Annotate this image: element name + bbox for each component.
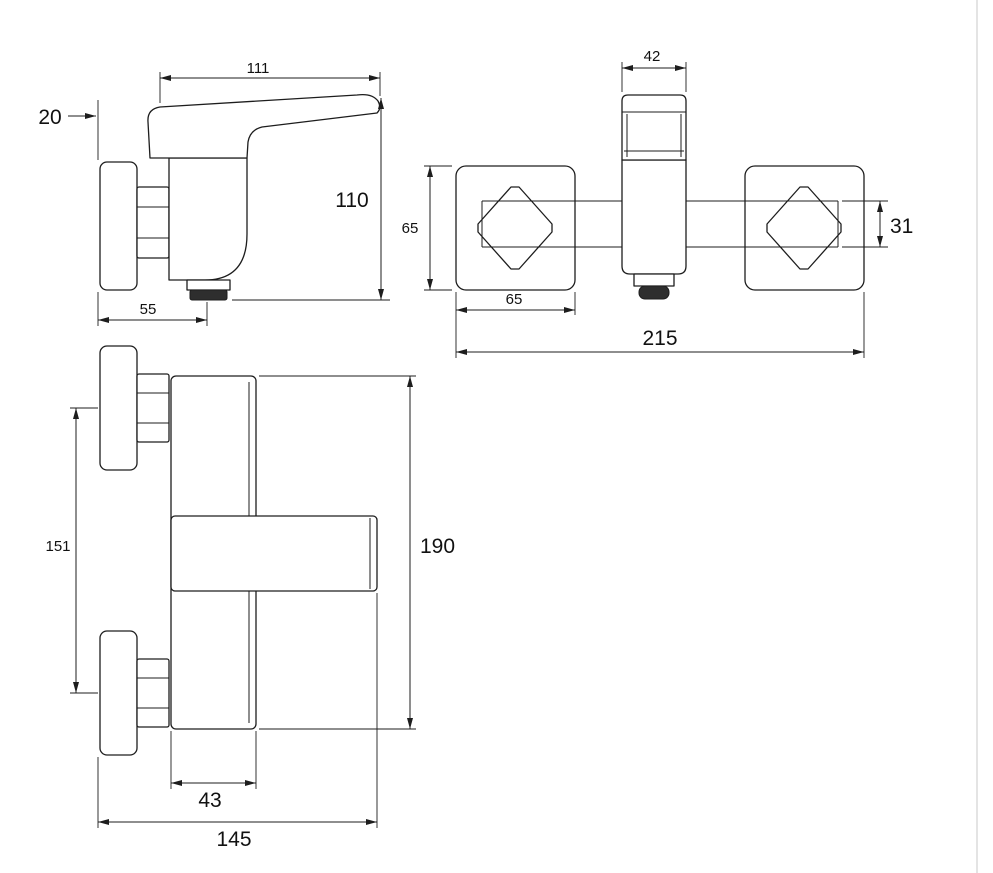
dim-overall-height-full: 190 <box>259 375 455 730</box>
front-view: 42 65 31 65 215 <box>402 48 913 358</box>
dim-label-43: 43 <box>198 789 221 812</box>
side-view-full: 151 190 43 145 <box>45 345 455 851</box>
lower-wall-plate <box>99 630 138 756</box>
lever-handle-side <box>170 515 378 592</box>
dim-label-111: 111 <box>247 60 270 77</box>
mixer-body <box>168 157 248 281</box>
handle-front <box>621 94 687 161</box>
spout <box>186 279 231 291</box>
upper-mounting-nut <box>136 373 170 443</box>
dim-overall-width: 215 <box>456 292 865 358</box>
right-hex-nut-front <box>766 186 842 270</box>
lower-mounting-nut <box>136 658 170 728</box>
aerator <box>189 289 228 301</box>
dim-label-65-bottom: 65 <box>506 291 523 308</box>
aerator-front <box>638 285 670 300</box>
dim-handle-reach: 111 <box>159 60 381 103</box>
dim-label-42: 42 <box>644 48 661 65</box>
dim-label-110: 110 <box>335 189 368 212</box>
dim-label-31: 31 <box>890 215 913 238</box>
spout-front <box>633 273 675 287</box>
valve-body-front <box>621 159 687 275</box>
dim-body-diameter: 31 <box>842 200 913 248</box>
dim-label-55: 55 <box>140 301 157 318</box>
dim-label-190: 190 <box>420 535 455 558</box>
dim-inlet-spacing: 151 <box>45 407 98 694</box>
dim-escutcheon-width: 65 <box>455 291 576 358</box>
dim-label-20: 20 <box>38 106 61 129</box>
dim-label-65-left: 65 <box>402 220 419 237</box>
wall-plate <box>99 161 138 291</box>
dim-overall-depth: 145 <box>97 593 378 851</box>
dim-handle-width: 42 <box>621 48 687 92</box>
side-view-upper: 111 20 110 55 <box>38 60 390 326</box>
dim-label-145: 145 <box>216 828 251 851</box>
dim-body-width: 43 <box>170 731 257 812</box>
dim-overall-height-upper: 110 <box>232 98 390 301</box>
lever-handle <box>147 93 381 159</box>
dim-escutcheon-height: 65 <box>402 165 452 291</box>
upper-wall-plate <box>99 345 138 471</box>
right-escutcheon <box>744 165 865 291</box>
left-hex-nut-front <box>477 186 553 270</box>
dim-body-depth: 55 <box>97 292 208 326</box>
dim-label-151: 151 <box>45 538 70 555</box>
dim-label-215: 215 <box>642 327 677 350</box>
dim-escutcheon-depth: 20 <box>38 100 99 160</box>
mounting-nut <box>136 186 170 259</box>
left-escutcheon <box>455 165 576 291</box>
